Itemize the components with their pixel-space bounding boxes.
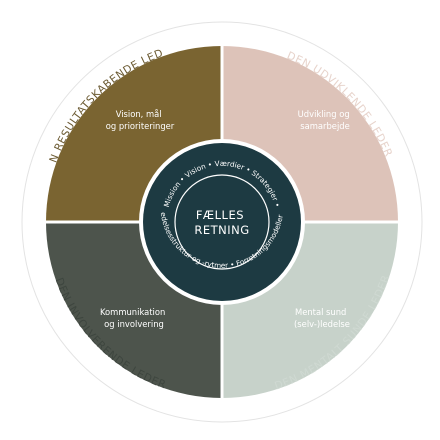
center-title: FÆLLES RETNING	[194, 208, 249, 237]
quadrant-top-left-text: Vision, mål og prioriteringer	[106, 109, 175, 131]
quadrant-top-right-text: Udvikling og samarbejde	[298, 109, 353, 131]
center-inner-ring	[174, 174, 270, 270]
quadrant-bottom-left-text: Kommunikation og involvering	[100, 307, 168, 329]
center-circle	[143, 143, 301, 301]
quadrant-bottom-right-text: Mental sund (selv-)ledelse	[294, 307, 350, 329]
outer-ring	[21, 21, 423, 423]
